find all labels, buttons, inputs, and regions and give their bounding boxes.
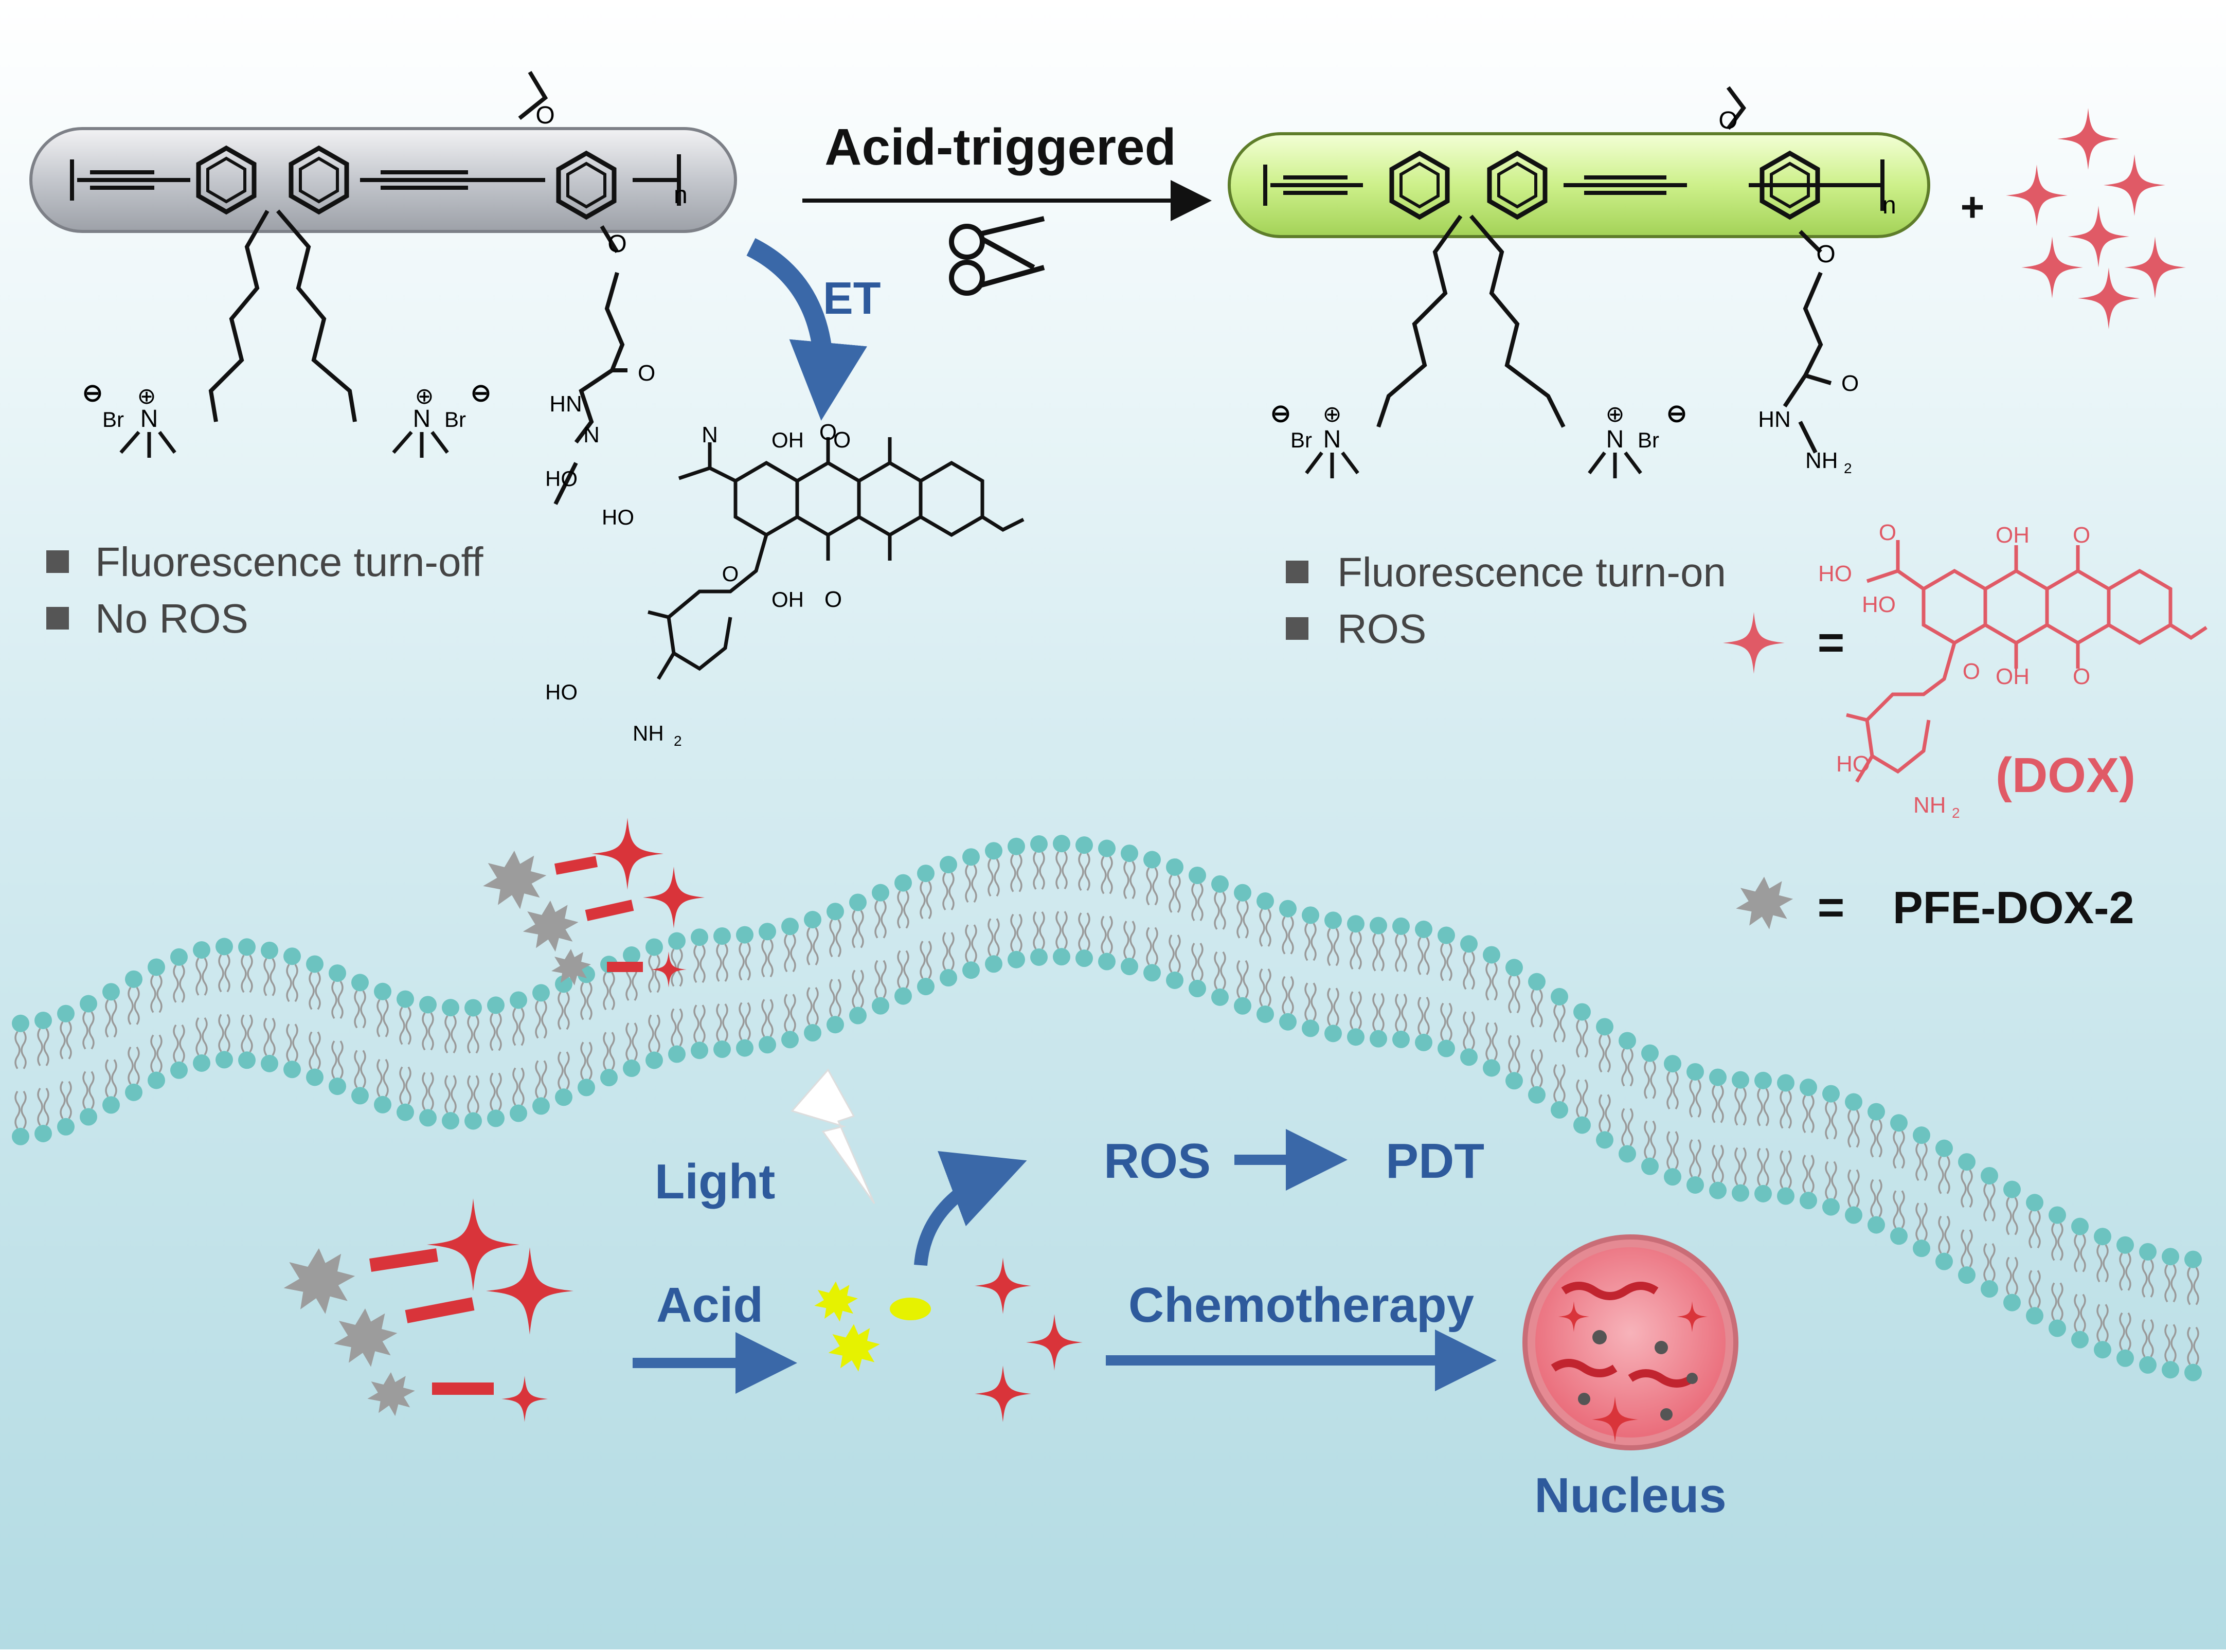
amide-o-left: O	[638, 361, 655, 386]
particles-entering	[483, 818, 705, 987]
pfe-key: = PFE-DOX-2	[1736, 876, 2134, 933]
dox-structure-pink	[1846, 540, 2207, 783]
svg-text:N: N	[413, 405, 431, 433]
svg-text:⊕: ⊕	[137, 384, 156, 409]
svg-text:HO: HO	[545, 466, 578, 491]
svg-text:HO: HO	[545, 680, 578, 704]
svg-text:⊖: ⊖	[1270, 400, 1291, 427]
svg-text:2: 2	[674, 733, 682, 749]
legend-turn-on: Fluorescence turn-on	[1337, 549, 1726, 595]
svg-text:OH: OH	[771, 587, 804, 612]
ammonium-right-2: ⊕ N Br ⊖	[1588, 400, 1687, 478]
svg-text:HO: HO	[602, 505, 634, 529]
reaction-arrow: Acid-triggered	[802, 118, 1212, 296]
svg-text:O: O	[833, 427, 851, 453]
ether-o-left: O	[607, 230, 626, 258]
et-label: ET	[823, 273, 881, 324]
svg-text:NH: NH	[1805, 448, 1838, 473]
right-legend: Fluorescence turn-on ROS	[1286, 549, 1726, 652]
plus-sign: +	[1961, 184, 1985, 230]
svg-text:O: O	[1816, 241, 1835, 268]
ammonium-right-1: ⊖ Br ⊕ N	[1270, 400, 1359, 478]
svg-text:O: O	[722, 562, 739, 586]
svg-text:NH: NH	[1913, 793, 1946, 818]
svg-text:O: O	[1963, 659, 1980, 684]
svg-text:⊕: ⊕	[415, 384, 434, 409]
svg-text:Br: Br	[1638, 428, 1659, 452]
pfe-equals: =	[1818, 882, 1845, 933]
methoxy-o-left: O	[535, 102, 554, 129]
svg-text:HO: HO	[1818, 561, 1852, 586]
left-legend: Fluorescence turn-off No ROS	[46, 539, 483, 641]
acid-label: Acid	[656, 1278, 763, 1333]
svg-text:n: n	[1882, 192, 1896, 219]
legend-turn-off: Fluorescence turn-off	[95, 539, 483, 585]
svg-text:HO: HO	[1862, 592, 1896, 617]
activated-particles	[814, 1281, 931, 1372]
dox-label: (DOX)	[1996, 748, 2135, 803]
svg-text:HN: HN	[1758, 407, 1791, 432]
polymer-backbone-left	[70, 70, 681, 505]
pdt-label: PDT	[1386, 1134, 1484, 1189]
svg-text:Br: Br	[102, 407, 124, 432]
svg-text:⊕: ⊕	[1606, 402, 1625, 427]
svg-text:⊖: ⊖	[1666, 400, 1687, 427]
energy-transfer-arrow: ET	[746, 238, 881, 421]
polymer-activated: O O n O HN NH 2 ⊖ Br ⊕ N ⊕ N Br ⊖	[1228, 86, 1930, 478]
svg-text:NH: NH	[633, 721, 664, 745]
svg-text:2: 2	[1952, 805, 1960, 821]
scissors-icon	[949, 216, 1045, 296]
svg-text:⊖: ⊖	[471, 380, 491, 407]
svg-text:O: O	[2073, 664, 2090, 689]
repeat-n-left: n	[674, 182, 688, 209]
svg-text:⊕: ⊕	[1323, 402, 1342, 427]
legend-ros: ROS	[1337, 606, 1426, 652]
svg-text:O: O	[2073, 523, 2090, 548]
svg-text:2: 2	[1844, 460, 1852, 476]
svg-text:O: O	[1841, 371, 1859, 396]
svg-text:OH: OH	[1996, 664, 2030, 689]
pfe-dox-2-label: PFE-DOX-2	[1893, 882, 2134, 933]
nucleus-label: Nucleus	[1534, 1468, 1726, 1523]
dox-bound-structure: N HO HO OH OH O O O O HO NH 2	[545, 420, 1025, 749]
svg-text:HO: HO	[1836, 751, 1870, 777]
svg-text:N: N	[1606, 426, 1624, 453]
lightning-icon	[791, 1068, 875, 1204]
svg-text:O: O	[1879, 520, 1896, 545]
dox-n: N	[702, 422, 718, 447]
svg-text:Br: Br	[444, 407, 466, 432]
svg-text:N: N	[140, 405, 158, 433]
dox-key: = HO O HO OH O OH O O HO NH 2 (DOX)	[1723, 520, 2207, 821]
legend-no-ros: No ROS	[95, 596, 248, 641]
ros-label: ROS	[1104, 1134, 1211, 1189]
acid-triggered-label: Acid-triggered	[824, 118, 1176, 176]
svg-text:OH: OH	[771, 428, 804, 452]
ammonium-left-2: ⊕ N Br ⊖	[392, 380, 491, 458]
svg-text:OH: OH	[1996, 523, 2030, 548]
polymer-quenched: O O n O HN N ⊖ Br ⊕ N ⊕ N Br ⊖	[29, 70, 737, 505]
chemotherapy-label: Chemotherapy	[1128, 1278, 1474, 1333]
hydrazone-n-left: N	[583, 422, 600, 447]
hn-left: HN	[549, 391, 582, 417]
nucleus-icon: Nucleus	[1522, 1234, 1738, 1523]
dox-equals: =	[1818, 617, 1845, 669]
ammonium-left-1: ⊖ Br ⊕ N	[82, 380, 176, 458]
svg-text:⊖: ⊖	[82, 380, 103, 407]
svg-text:O: O	[1718, 107, 1737, 134]
svg-text:Br: Br	[1290, 428, 1312, 452]
svg-text:O: O	[819, 420, 837, 445]
svg-text:N: N	[1323, 426, 1341, 453]
particles-inside	[283, 1198, 573, 1422]
light-label: Light	[655, 1154, 776, 1209]
svg-text:O: O	[824, 587, 842, 612]
process-flow: Light Acid ROS PDT Chemotherapy	[633, 1068, 1497, 1422]
